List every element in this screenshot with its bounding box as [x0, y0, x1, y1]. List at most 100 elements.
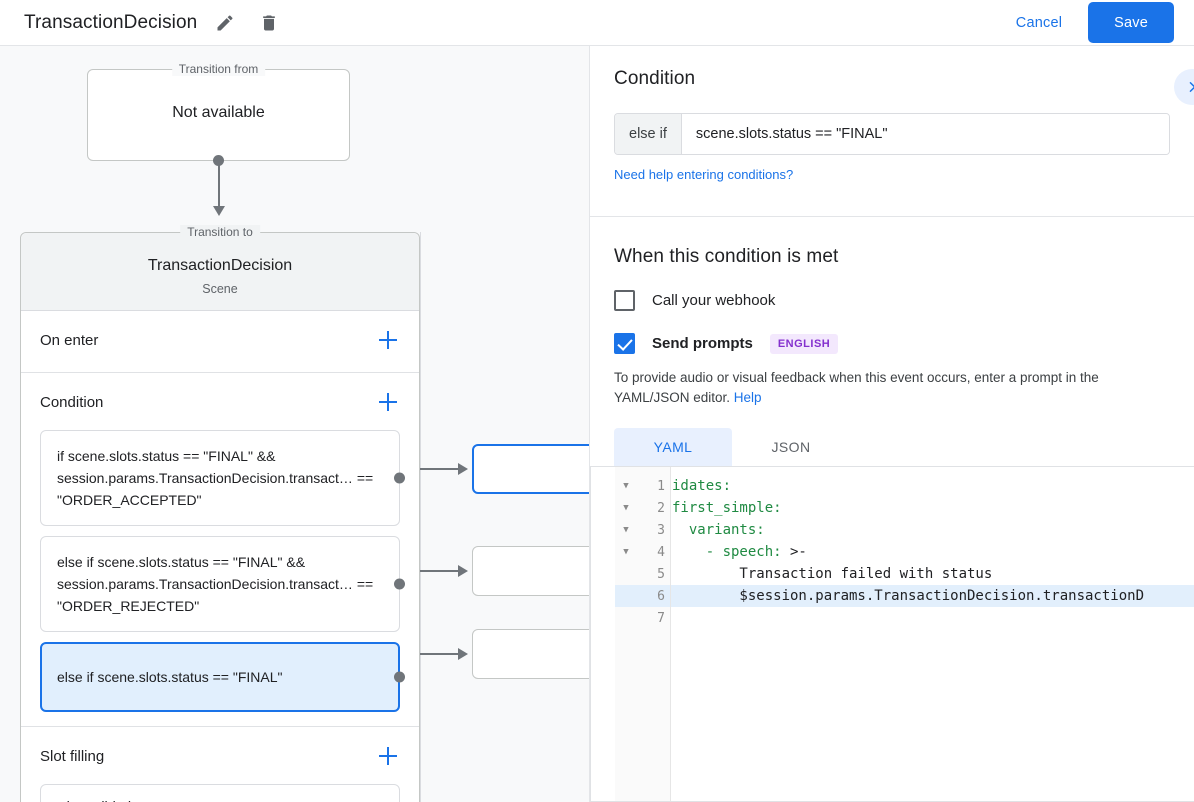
condition-help-link[interactable]: Need help entering conditions?	[614, 167, 794, 182]
app-header: TransactionDecision Cancel Save	[0, 0, 1194, 46]
condition-anchor-dot	[394, 671, 405, 683]
save-button[interactable]: Save	[1088, 2, 1174, 43]
call-webhook-label: Call your webhook	[652, 292, 776, 309]
gutter-row: 7	[615, 607, 670, 629]
flow-arrow	[205, 150, 233, 220]
code-line	[671, 607, 1194, 629]
condition-item-selected[interactable]: else if scene.slots.status == "FINAL"	[40, 642, 405, 712]
transition-from-legend: Transition from	[171, 62, 266, 76]
gutter-row: ▼1	[615, 475, 670, 497]
expand-panel-button[interactable]	[1174, 69, 1194, 105]
add-slot-filling-button[interactable]	[376, 744, 400, 768]
send-prompts-label: Send prompts	[652, 335, 753, 352]
gutter-row: ▼3	[615, 519, 670, 541]
panel-title: Condition	[614, 68, 696, 89]
edge-arrow-1	[458, 463, 468, 475]
send-prompts-checkbox[interactable]	[614, 333, 635, 354]
target-node-1[interactable]	[472, 444, 589, 494]
arrow-dot	[213, 155, 224, 166]
code-line: first_simple:	[671, 497, 1194, 519]
condition-item-text: else if scene.slots.status == "FINAL" &&…	[57, 554, 374, 614]
yaml-key: first_simple:	[672, 500, 782, 516]
webhook-row: Call your webhook	[614, 290, 1170, 311]
panel-section-divider	[590, 216, 1194, 217]
section-slot-filling: Slot filling Slot validation	[21, 727, 419, 802]
editor-format-tabs: YAML JSON	[614, 428, 1170, 466]
chevron-right-icon	[1184, 79, 1194, 95]
condition-expression-input[interactable]	[681, 114, 1169, 154]
edit-button[interactable]	[209, 7, 241, 39]
section-condition: Condition if scene.slots.status == "FINA…	[21, 373, 419, 727]
fold-arrow-icon[interactable]: ▼	[623, 481, 629, 491]
code-line: idates:	[671, 475, 1194, 497]
language-badge: ENGLISH	[769, 333, 839, 354]
condition-detail-panel: Condition else if Need help entering con…	[589, 46, 1194, 802]
code-line: - speech: >-	[705, 544, 807, 560]
scene-type: Scene	[202, 282, 238, 296]
gutter-row: ▼4	[615, 541, 670, 563]
condition-prefix-label: else if	[615, 114, 682, 154]
condition-item[interactable]: if scene.slots.status == "FINAL" && sess…	[40, 430, 405, 526]
transition-to-legend: Transition to	[180, 225, 260, 239]
tab-yaml[interactable]: YAML	[614, 428, 732, 466]
cancel-button[interactable]: Cancel	[1004, 7, 1074, 39]
editor-code-area[interactable]: idates: first_simple: variants: - speech:…	[671, 467, 1194, 801]
fold-arrow-icon[interactable]: ▼	[623, 525, 629, 535]
scene-card: Transition to TransactionDecision Scene …	[20, 225, 420, 802]
add-condition-button[interactable]	[376, 390, 400, 414]
flow-canvas: Transition from Not available Transition…	[0, 46, 589, 802]
line-number: 6	[657, 588, 665, 604]
condition-item[interactable]: else if scene.slots.status == "FINAL" &&…	[40, 536, 405, 632]
prompt-description: To provide audio or visual feedback when…	[614, 368, 1170, 408]
yaml-key: idates:	[672, 478, 732, 494]
call-webhook-checkbox[interactable]	[614, 290, 635, 311]
pencil-icon	[215, 13, 235, 33]
condition-item-text: if scene.slots.status == "FINAL" && sess…	[57, 448, 374, 508]
section-title-condition: Condition	[40, 393, 104, 411]
yaml-key: variants:	[688, 522, 765, 538]
line-number: 4	[657, 544, 665, 560]
when-condition-met-section: When this condition is met Call your web…	[590, 216, 1194, 802]
delete-button[interactable]	[253, 7, 285, 39]
section-header-slot-filling: Slot filling	[21, 727, 419, 774]
scene-name: TransactionDecision	[147, 257, 293, 274]
condition-anchor-dot	[394, 578, 405, 590]
target-node-2[interactable]	[472, 546, 589, 596]
section-title-slot-filling: Slot filling	[40, 747, 105, 765]
section-title-on-enter: On enter	[40, 331, 99, 349]
edge-arrow-2	[458, 565, 468, 577]
line-number: 2	[657, 500, 665, 516]
line-number: 1	[657, 478, 665, 494]
line-number: 3	[657, 522, 665, 538]
send-prompts-row: Send prompts ENGLISH	[614, 333, 1170, 354]
when-condition-met-title: When this condition is met	[614, 246, 839, 267]
gutter-row: 6	[615, 585, 670, 607]
code-line: Transaction failed with status	[672, 566, 993, 582]
section-header-on-enter: On enter	[21, 311, 419, 358]
prompt-help-link[interactable]: Help	[733, 390, 762, 405]
condition-anchor-dot	[394, 472, 405, 484]
tab-json[interactable]: JSON	[771, 439, 811, 455]
gutter-row: 5	[615, 563, 670, 585]
section-header-condition: Condition	[21, 373, 419, 420]
code-line: variants:	[671, 519, 1194, 541]
condition-item-text: else if scene.slots.status == "FINAL"	[57, 669, 283, 685]
panel-header: Condition	[590, 46, 1194, 105]
prompt-description-text: To provide audio or visual feedback when…	[614, 370, 1099, 405]
yaml-key: - speech:	[705, 544, 782, 560]
fold-arrow-icon[interactable]: ▼	[623, 547, 629, 557]
edge-arrow-3	[458, 648, 468, 660]
canvas-divider	[420, 232, 421, 802]
fold-arrow-icon[interactable]: ▼	[623, 503, 629, 513]
code-line: $session.params.TransactionDecision.tran…	[671, 585, 1194, 607]
slot-validation-item[interactable]: Slot validation	[40, 784, 400, 802]
target-node-3[interactable]	[472, 629, 589, 679]
line-number: 7	[657, 610, 665, 626]
section-on-enter: On enter	[21, 311, 419, 373]
arrow-line	[218, 161, 220, 211]
transition-to-box: Transition to TransactionDecision Scene	[21, 225, 419, 311]
add-on-enter-button[interactable]	[376, 328, 400, 352]
